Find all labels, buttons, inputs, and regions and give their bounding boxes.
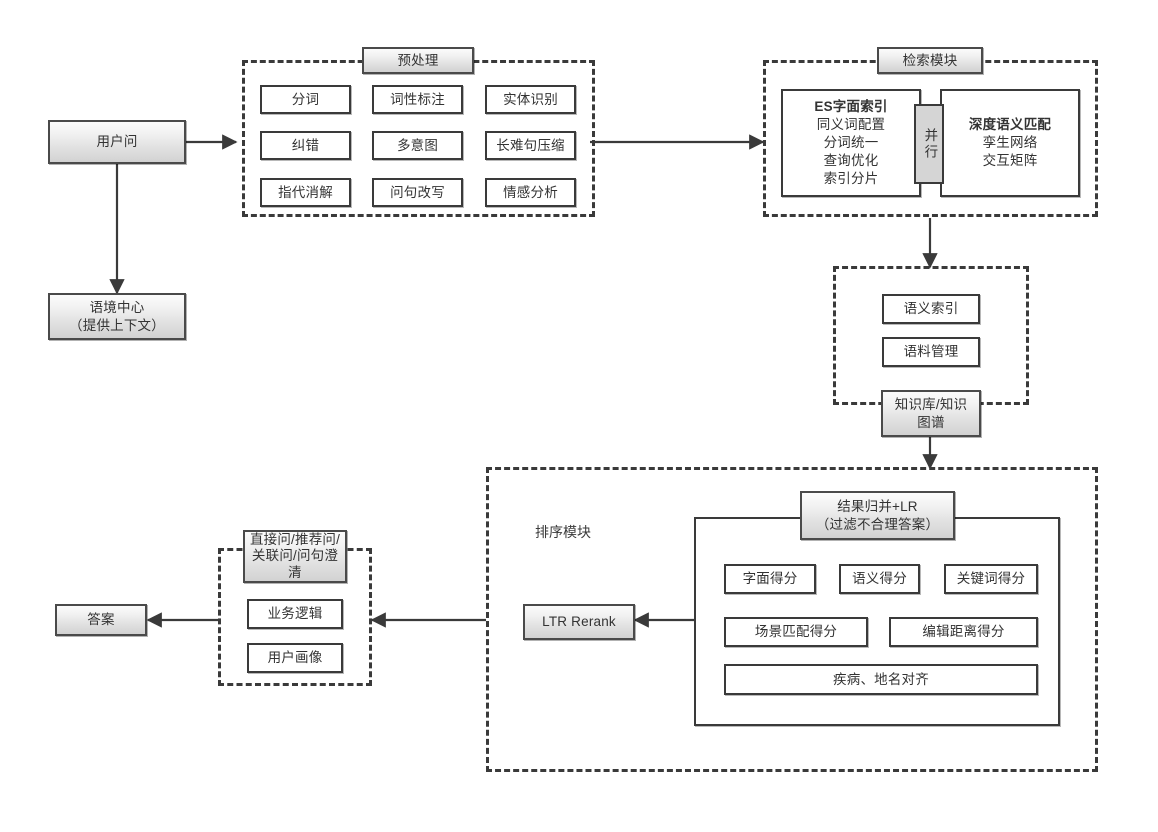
preprocess-item-1[interactable]: 词性标注	[372, 85, 463, 114]
question-types-line-3: 清	[288, 564, 302, 580]
preprocess-item-0-label: 分词	[291, 91, 320, 107]
parallel-connector-box: 并行	[914, 104, 944, 184]
retrieval-group-label: 检索模块	[877, 47, 983, 74]
score-literal-label: 字面得分	[742, 571, 798, 587]
knowledge-base-box[interactable]: 知识库/知识 图谱	[881, 390, 981, 437]
preprocess-item-8-label: 情感分析	[503, 184, 558, 200]
user-question-box[interactable]: 用户问	[48, 120, 186, 164]
semantic-index-box[interactable]: 语义索引	[882, 294, 980, 324]
score-keyword-label: 关键词得分	[956, 571, 1026, 587]
deep-semantic-matching-box[interactable]: 深度语义匹配 孪生网络 交互矩阵	[940, 89, 1080, 197]
context-center-line-1: 语境中心	[89, 299, 145, 315]
score-semantic-box[interactable]: 语义得分	[839, 564, 920, 594]
score-disease-location-align-box[interactable]: 疾病、地名对齐	[724, 664, 1038, 695]
ranking-group	[486, 467, 1098, 772]
business-logic-box[interactable]: 业务逻辑	[247, 599, 343, 629]
business-logic-label: 业务逻辑	[267, 606, 323, 622]
question-types-line-1: 直接问/推荐问/	[249, 531, 341, 547]
preprocess-item-5-label: 长难句压缩	[496, 137, 565, 153]
ranking-group-label: 排序模块	[535, 522, 591, 542]
score-literal-box[interactable]: 字面得分	[724, 564, 816, 594]
preprocess-group-label: 预处理	[362, 47, 474, 74]
knowledge-group	[833, 266, 1029, 405]
es-literal-index-line-1: 分词统一	[823, 135, 879, 151]
preprocess-item-7-label: 问句改写	[390, 184, 445, 200]
corpus-management-label: 语料管理	[903, 344, 959, 360]
ltr-rerank-label: LTR Rerank	[542, 614, 616, 630]
context-center-box[interactable]: 语境中心 （提供上下文）	[48, 293, 186, 340]
retrieval-group-label-text: 检索模块	[902, 52, 958, 68]
knowledge-base-line-2: 图谱	[917, 414, 945, 430]
preprocess-item-3[interactable]: 纠错	[260, 131, 351, 160]
score-disease-location-align-label: 疾病、地名对齐	[833, 671, 929, 687]
es-literal-index-line-0: 同义词配置	[816, 117, 886, 133]
question-types-box[interactable]: 直接问/推荐问/ 关联问/问句澄 清	[243, 530, 347, 583]
score-edit-distance-label: 编辑距离得分	[922, 624, 1005, 640]
es-literal-index-box[interactable]: ES字面索引 同义词配置 分词统一 查询优化 索引分片	[781, 89, 921, 197]
es-literal-index-line-3: 索引分片	[823, 170, 879, 186]
preprocess-item-4-label: 多意图	[396, 137, 439, 153]
preprocess-item-0[interactable]: 分词	[260, 85, 351, 114]
score-scene-match-box[interactable]: 场景匹配得分	[724, 617, 868, 647]
ranking-group-label-text: 排序模块	[535, 524, 591, 540]
score-semantic-label: 语义得分	[852, 571, 907, 587]
knowledge-base-line-1: 知识库/知识	[894, 396, 968, 412]
preprocess-item-7[interactable]: 问句改写	[372, 178, 463, 207]
deep-semantic-line-0: 孪生网络	[982, 135, 1038, 151]
user-profile-box[interactable]: 用户画像	[247, 643, 343, 673]
corpus-management-box[interactable]: 语料管理	[882, 337, 980, 367]
answer-label: 答案	[87, 612, 115, 628]
ltr-rerank-box[interactable]: LTR Rerank	[523, 604, 635, 640]
preprocess-item-5[interactable]: 长难句压缩	[485, 131, 576, 160]
semantic-index-label: 语义索引	[903, 301, 959, 317]
preprocess-item-8[interactable]: 情感分析	[485, 178, 576, 207]
user-question-label: 用户问	[96, 134, 138, 150]
question-types-line-2: 关联问/问句澄	[251, 548, 339, 564]
context-center-line-2: （提供上下文）	[69, 317, 165, 333]
preprocess-item-6[interactable]: 指代消解	[260, 178, 351, 207]
preprocess-group-label-text: 预处理	[397, 52, 439, 68]
es-literal-index-title: ES字面索引	[814, 99, 888, 115]
preprocess-item-2[interactable]: 实体识别	[485, 85, 576, 114]
result-merge-line-1: 结果归并+LR	[837, 498, 918, 514]
result-merge-line-2: （过滤不合理答案）	[815, 516, 940, 532]
preprocess-item-3-label: 纠错	[291, 137, 320, 153]
answer-box[interactable]: 答案	[55, 604, 147, 636]
score-scene-match-label: 场景匹配得分	[754, 624, 838, 640]
deep-semantic-line-1: 交互矩阵	[982, 152, 1038, 168]
score-edit-distance-box[interactable]: 编辑距离得分	[889, 617, 1038, 647]
preprocess-item-6-label: 指代消解	[278, 184, 333, 200]
user-profile-label: 用户画像	[267, 650, 323, 666]
deep-semantic-title: 深度语义匹配	[968, 117, 1052, 133]
preprocess-item-2-label: 实体识别	[503, 91, 558, 107]
parallel-label: 并行	[922, 127, 938, 161]
preprocess-item-4[interactable]: 多意图	[372, 131, 463, 160]
result-merge-lr-box[interactable]: 结果归并+LR （过滤不合理答案）	[800, 491, 955, 540]
preprocess-item-1-label: 词性标注	[390, 91, 445, 107]
score-keyword-box[interactable]: 关键词得分	[944, 564, 1038, 594]
es-literal-index-line-2: 查询优化	[823, 152, 879, 168]
